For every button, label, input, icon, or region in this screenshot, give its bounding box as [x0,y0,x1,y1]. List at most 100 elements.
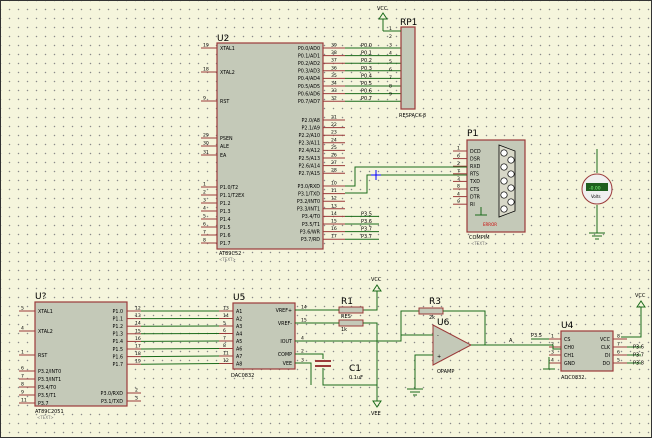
u2-pin-number: 17 [331,234,337,240]
u4-pin-name: CLK [601,345,611,351]
p1-pin-number: 1 [457,146,460,152]
u2-pin-name: P0.6/AD6 [298,91,320,97]
rp1-pin-number: 2 [389,34,392,40]
u6-opamp[interactable]: U6 OPAMP - + A [295,310,551,396]
voltmeter-reading: -0.00 [589,186,601,192]
u2-pin-number: 16 [331,226,337,232]
p1-pin-name: DSR [470,156,481,162]
u2-pin-number: 6 [203,222,206,228]
u2-pin-name: P1.6 [220,233,231,239]
p1-part: COMPIM [469,235,490,241]
u5-pin-number: 4 [301,336,304,342]
u4-pin-name: CH1 [564,353,574,359]
u2-pin-number: 18 [203,67,209,73]
rp1-pin-number: 1 [389,26,392,32]
p1-pin-name: TXD [469,179,480,185]
p1-compim-connector[interactable]: P1 COMPIM <TEXT> ERROR 1DCD6DSR2RXD7RTS3… [453,129,526,246]
u4-net-label: P3.6 [633,345,644,351]
u5-pin-number: 11 [223,351,229,357]
u2-net-label: P0.7 [361,96,372,102]
rp1-pin-number: 5 [389,59,392,65]
u2-pin-number: 39 [331,43,337,49]
u2-pin-name: P1.0/T2 [220,185,238,191]
u2-pin-name: ALE [220,144,229,150]
p1-pin-name: DTR [470,194,481,200]
u5-pin-number: 7 [223,336,226,342]
vcc-mid-label: VCC [371,277,382,283]
u2-pin-number: 10 [331,181,337,187]
u2-pin-number: 26 [331,153,337,159]
u7-right-pins: 12P1.013P1.114P1.215P1.316P1.417P1.518P1… [101,306,141,405]
u2-net-label: P0.4 [361,73,372,79]
u2-pin-number: 36 [331,65,337,71]
rp1-pin-number: 3 [389,42,392,48]
vcc-top-label: VCC [377,6,388,12]
u2-pin-number: 15 [331,219,337,225]
u5-part: DAC0832 [231,373,254,379]
u5-pin-number: 8 [223,343,226,349]
u2-pin-number: 23 [331,130,337,136]
r3-value: 2k [429,315,435,321]
u4-part: ADC0832 [561,375,585,381]
u2-pin-number: 7 [203,230,206,236]
u2-pin-name: P3.7/RD [301,237,320,243]
u7-pin-name: P1.5 [112,347,123,353]
u7-pin-number: 2 [135,388,138,394]
u2-pin-name: RST [220,99,229,105]
u2-microcontroller[interactable]: U2 AT89C52 <TEXT> 19XTAL118XTAL29RST29PS… [201,34,401,262]
r1-resistor[interactable]: R1 RES [295,297,364,320]
bus-wire [140,348,220,350]
p1-pin-number: 8 [457,184,460,190]
u4-pin-number: 5 [617,358,620,364]
u2-pin-name: P2.4/A12 [298,148,320,154]
p1-db9-holes [475,149,515,216]
u7-pin-number: 3 [135,396,138,402]
r3-resistor[interactable]: R3 2k [418,297,486,345]
u5-ref: U5 [233,293,245,303]
u2-net-label: P3.6 [361,219,372,225]
u7-part: AT89C2051 [35,409,64,415]
u2-pin-name: P0.4/AD4 [298,76,320,82]
u2-pin-name: P2.7/A15 [298,171,320,177]
p1-pin-name: RI [470,202,475,208]
u2-pin-number: 19 [203,43,209,49]
u7-microcontroller[interactable]: U? AT89C2051 <TEXT> 5XTAL14XTAL21RST6P3.… [19,292,141,420]
u2-net-label: P0.5 [361,81,372,87]
db9-hole [507,156,515,164]
r3-ref: R3 [429,297,441,307]
u7-pin-name: P3.4/T0 [38,385,56,391]
p1-pin-number: 4 [457,191,460,197]
u7-pin-name: P3.5/T1 [38,393,56,399]
u4-net-label: P3.7 [633,353,644,359]
u2-net-label: P0.3 [361,66,372,72]
u7-pin-number: 7 [21,374,24,380]
u2-pin-number: 28 [331,168,337,174]
u2-pin-number: 30 [203,141,209,147]
voltmeter[interactable]: -0.00 Volts [581,149,613,240]
u4-pin-name: CH0 [564,345,574,351]
p1-error: ERROR [483,222,497,227]
u5-pin-name: A2 [236,316,242,322]
r2-resistor[interactable]: 1k [295,319,378,401]
c1-capacitor[interactable]: C1 0.1uF [295,353,377,386]
u2-pin-number: 2 [203,190,206,196]
c1-ref: C1 [349,364,361,374]
u4-pin-number: 7 [617,342,620,348]
u5-pin-number: 6 [223,328,226,334]
u2-pin-number: 4 [203,206,206,212]
u2-pin-number: 22 [331,122,337,128]
net-a-label: A [509,338,513,344]
db9-hole [500,149,508,157]
u5-pin-number: 3 [301,358,304,364]
c1-value: 0.1uF [349,375,363,381]
u5-dac[interactable]: U5 DAC0832 13A114A25A36A47A58A611A712A8 … [219,293,309,379]
u2-pin-name: P1.2 [220,201,231,207]
u2-pin-name: P2.2/A10 [298,133,320,139]
u2-net-label: P3.7 [361,227,372,233]
